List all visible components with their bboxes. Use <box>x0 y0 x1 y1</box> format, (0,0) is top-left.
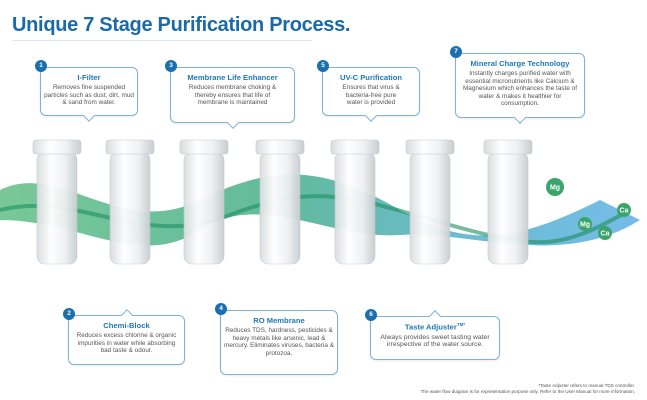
stage-1-callout: 1 I-Filter Removes fine suspended partic… <box>35 60 138 116</box>
filter-housing-3 <box>179 139 229 265</box>
stage-badge: 3 <box>165 60 177 72</box>
stage-6-callout: 6 Taste AdjusterTM* Always provides swee… <box>365 309 500 360</box>
stage-description: Reduces excess chlorine & organic impuri… <box>76 332 177 355</box>
filter-cap <box>405 139 455 155</box>
stage-description: Reduces membrane choking & thereby ensur… <box>188 84 277 107</box>
filter-cap <box>105 139 155 155</box>
filter-cap <box>179 139 229 155</box>
page-title: Unique 7 Stage Purification Process. <box>12 14 351 36</box>
mineral-bubble <box>617 203 631 217</box>
filter-body <box>409 151 451 265</box>
stage-description: Always provides sweet tasting water irre… <box>380 333 490 349</box>
filter-body <box>36 151 78 265</box>
stage-7-callout: 7 Mineral Charge Technology Instantly ch… <box>450 46 585 118</box>
stage-3-callout: 3 Membrane Life Enhancer Reduces membran… <box>165 60 295 123</box>
filter-cap <box>330 139 380 155</box>
filter-cap <box>255 139 305 155</box>
mineral-label: Mg <box>580 222 590 229</box>
stage-badge: 6 <box>365 309 377 321</box>
stage-badge: 1 <box>35 60 47 72</box>
filter-cap <box>32 139 82 155</box>
mineral-bubble <box>598 226 612 240</box>
mineral-label: Ca <box>620 208 629 215</box>
stage-title: Taste AdjusterTM* <box>374 322 496 332</box>
footnote: *Taste Adjuster refers to manual TDS con… <box>421 383 635 395</box>
stage-description: Reduces TDS, hardness, pesticides & heav… <box>224 327 334 357</box>
stage-title: Chemi-Block <box>103 321 150 330</box>
filter-housing-6 <box>405 139 455 265</box>
stage-badge: 2 <box>63 308 75 320</box>
stage-title-text: Taste Adjuster <box>404 322 457 332</box>
mineral-label: Mg <box>550 185 560 192</box>
footnote-line-1: *Taste Adjuster refers to manual TDS con… <box>538 383 635 388</box>
stage-title: UV-C Purification <box>339 73 403 82</box>
stage-badge: 5 <box>317 60 329 72</box>
footnote-line-2: The water flow diagram is for representa… <box>420 389 635 394</box>
water-stream <box>0 174 640 246</box>
filter-body <box>183 151 225 265</box>
stage-badge: 7 <box>450 46 462 58</box>
stage-description: Instantly charges purified water with es… <box>462 70 578 108</box>
filter-body <box>259 151 301 265</box>
stage-badge: 4 <box>215 303 227 315</box>
filter-body <box>487 151 529 265</box>
stage-title: Mineral Charge Technology <box>470 59 570 68</box>
stage-4-callout: 4 RO Membrane Reduces TDS, hardness, pes… <box>215 303 338 375</box>
filter-cap <box>483 139 533 155</box>
filter-housing-2 <box>105 139 155 265</box>
trademark-mark: TM* <box>456 322 466 327</box>
filter-housing-7 <box>483 139 533 265</box>
water-stream-2 <box>0 194 631 245</box>
stage-title: Membrane Life Enhancer <box>187 73 278 82</box>
stage-2-callout: 2 Chemi-Block Reduces excess chlorine & … <box>63 308 185 365</box>
mineral-bubble <box>546 178 564 196</box>
mineral-bubble <box>578 217 592 231</box>
filter-housing-4 <box>255 139 305 265</box>
filter-housing-5 <box>330 139 380 265</box>
filter-housing-1 <box>32 139 82 265</box>
stage-description: Ensures that virus & bacteria-free pure … <box>342 84 400 107</box>
stage-description: Removes fine suspended particles such as… <box>44 84 134 107</box>
stage-title: I-Filter <box>77 73 101 82</box>
filter-body <box>109 151 151 265</box>
filter-body <box>334 151 376 265</box>
title-divider <box>12 40 312 41</box>
stage-5-callout: 5 UV-C Purification Ensures that virus &… <box>317 60 420 116</box>
mineral-label: Ca <box>601 231 610 238</box>
stage-title: RO Membrane <box>253 316 305 325</box>
